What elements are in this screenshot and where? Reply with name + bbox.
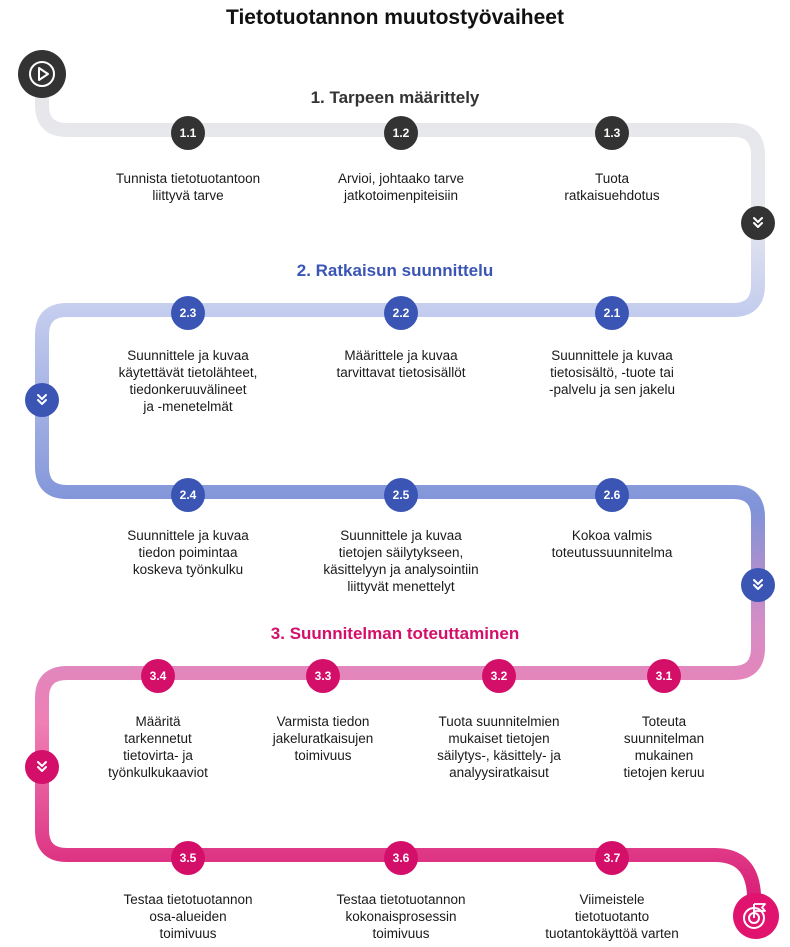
step-text-2-2: Määrittele ja kuvaa tarvittavat tietosis… — [336, 348, 466, 380]
chevron-down-icon — [741, 206, 775, 240]
chevron-down-icon — [741, 568, 775, 602]
step-badge-1-2: 1.2 — [384, 116, 418, 150]
step-badge-3-6: 3.6 — [384, 841, 418, 875]
step-text-1-1: Tunnista tietotuotantoon liittyvä tarve — [115, 171, 261, 203]
step-text-2-4: Suunnittele ja kuvaa tiedon poimintaa ko… — [127, 528, 249, 577]
step-text-2-1: Suunnittele ja kuvaa tietosisältö, -tuot… — [548, 348, 676, 397]
step-badge-2-6: 2.6 — [595, 478, 629, 512]
step-text-3-5: Testaa tietotuotannon osa-alueiden toimi… — [123, 892, 253, 941]
step-badge-2-5: 2.5 — [384, 478, 418, 512]
step-text-3-6: Testaa tietotuotannon kokonaisprosessin … — [336, 892, 466, 941]
step-badge-2-1: 2.1 — [595, 296, 629, 330]
finish-target-flag-icon — [733, 893, 779, 939]
step-badge-3-2: 3.2 — [482, 659, 516, 693]
step-badge-3-3: 3.3 — [306, 659, 340, 693]
step-badge-3-7: 3.7 — [595, 841, 629, 875]
step-text-2-5: Suunnittele ja kuvaa tietojen säilytykse… — [323, 528, 479, 594]
step-text-3-4: Määritä tarkennetut tietovirta- ja työnk… — [108, 714, 208, 780]
start-play-icon — [18, 50, 66, 98]
step-badge-1-1: 1.1 — [171, 116, 205, 150]
step-text-1-3: Tuota ratkaisuehdotus — [564, 171, 660, 203]
chevron-down-icon — [25, 383, 59, 417]
step-badge-1-3: 1.3 — [595, 116, 629, 150]
step-text-3-3: Varmista tiedon jakeluratkaisujen toimiv… — [272, 714, 374, 763]
step-text-3-1: Toteuta suunnitelman mukainen tietojen k… — [623, 714, 705, 780]
step-text-2-3: Suunnittele ja kuvaa käytettävät tietolä… — [118, 348, 258, 414]
step-badge-3-1: 3.1 — [647, 659, 681, 693]
step-badge-2-2: 2.2 — [384, 296, 418, 330]
step-badge-2-3: 2.3 — [171, 296, 205, 330]
page-title: Tietotuotannon muutostyövaiheet — [226, 6, 564, 29]
step-badge-3-5: 3.5 — [171, 841, 205, 875]
step-text-3-2: Tuota suunnitelmien mukaiset tietojen sä… — [437, 714, 561, 780]
phase-1-title: 1. Tarpeen määrittely — [310, 88, 480, 107]
step-text-1-2: Arvioi, johtaako tarve jatkotoimenpiteis… — [337, 171, 465, 203]
step-badge-3-4: 3.4 — [141, 659, 175, 693]
step-badge-2-4: 2.4 — [171, 478, 205, 512]
phase-3-title: 3. Suunnitelman toteuttaminen — [270, 624, 520, 643]
step-text-3-7: Viimeistele tietotuotanto tuotantokäyttö… — [545, 892, 679, 941]
phase-2-title: 2. Ratkaisun suunnittelu — [296, 261, 494, 280]
step-text-2-6: Kokoa valmis toteutussuunnitelma — [551, 528, 673, 560]
chevron-down-icon — [25, 750, 59, 784]
